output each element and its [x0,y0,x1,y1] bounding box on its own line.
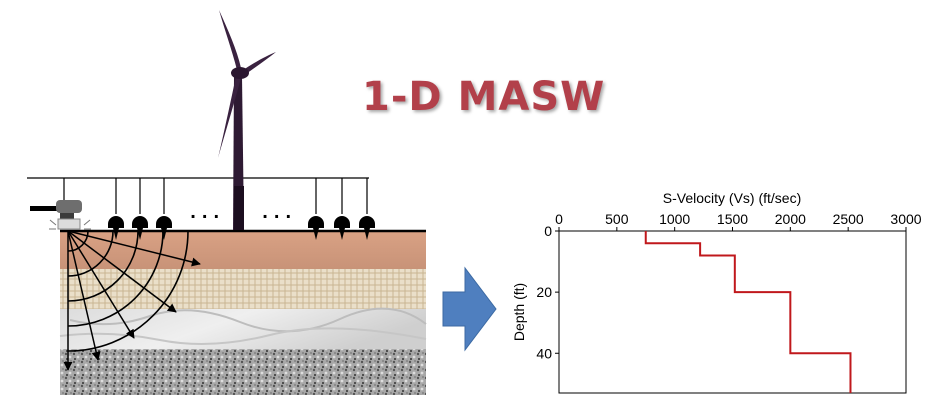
geophone-icon [359,216,375,240]
x-tick-label: 2500 [833,211,864,227]
x-tick-label: 1500 [717,211,748,227]
x-tick-label: 2000 [775,211,806,227]
soil-profile [59,229,427,395]
diagram-title: 1-D MASW [362,74,606,120]
soil-layer-sand [60,269,426,309]
y-axis-ticks: 0 20 40 [536,223,559,361]
soil-layer-gravel [60,349,426,395]
x-tick-label: 0 [555,211,563,227]
x-tick-label: 1000 [659,211,690,227]
x-axis-label: S-Velocity (Vs) (ft/sec) [663,190,801,206]
geophone-icon [308,216,324,240]
x-axis-ticks: 0 500 1000 1500 2000 2500 3000 [555,211,922,231]
seismic-rays [63,230,201,371]
geophone-array [108,216,375,240]
right-arrow-icon [442,266,497,352]
seismic-wavefronts [67,230,189,352]
hammer-source-icon [30,200,91,230]
vs-profile-chart: S-Velocity (Vs) (ft/sec) Depth (ft) 0 500… [511,190,922,394]
wind-turbine-icon [218,10,276,230]
soil-layer-silt [60,231,426,269]
geophone-icon [108,216,124,240]
y-axis-label: Depth (ft) [511,283,527,341]
ellipsis-right: · · · [262,207,291,226]
ellipsis-left: · · · [190,207,219,226]
plot-area [558,230,907,394]
vs-profile-line [644,231,852,393]
x-tick-label: 500 [605,211,629,227]
x-tick-label: 3000 [890,211,921,227]
y-tick-label: 40 [536,345,552,361]
soil-layer-rock [60,309,426,349]
geophone-icon [334,216,350,240]
y-tick-label: 20 [536,284,552,300]
geophone-cable [27,177,369,214]
y-tick-label: 0 [544,223,552,239]
